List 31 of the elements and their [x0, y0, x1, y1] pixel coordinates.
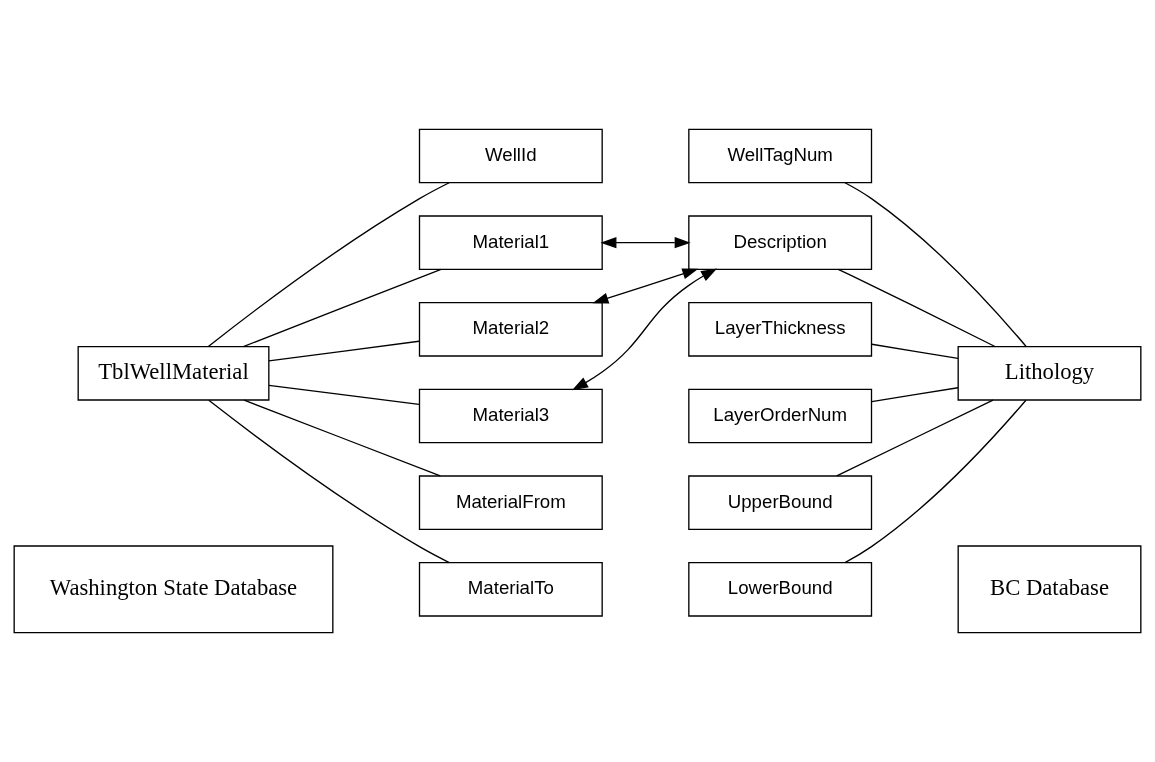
- connector: [243, 399, 441, 477]
- node-box: LowerBound: [688, 562, 873, 617]
- node-box: Material2: [418, 302, 603, 357]
- node-box: MaterialFrom: [418, 475, 603, 530]
- node-box: BC Database: [957, 545, 1142, 634]
- connector: [242, 268, 442, 348]
- arrow: [592, 268, 699, 304]
- connector: [844, 399, 1027, 564]
- node-box: MaterialTo: [418, 562, 603, 617]
- node-box: TblWellMaterial: [77, 346, 270, 401]
- connector: [268, 384, 420, 406]
- node-box: Material3: [418, 388, 603, 444]
- node-box: Washington State Database: [13, 545, 334, 634]
- connector: [871, 343, 959, 360]
- node-box: Lithology: [957, 346, 1142, 401]
- connector: [268, 340, 420, 362]
- connector: [871, 387, 959, 403]
- node-box: WellTagNum: [688, 128, 873, 184]
- node-box: LayerOrderNum: [688, 388, 873, 444]
- arrow: [572, 268, 718, 391]
- connector: [837, 268, 996, 348]
- connector: [208, 399, 450, 564]
- node-box: LayerThickness: [688, 302, 873, 357]
- connector: [844, 182, 1027, 347]
- connector: [207, 182, 450, 348]
- node-box: UpperBound: [688, 475, 873, 530]
- arrow: [600, 237, 691, 249]
- node-box: Material1: [418, 215, 603, 270]
- node-box: WellId: [418, 128, 603, 184]
- connector: [836, 399, 994, 477]
- node-box: Description: [688, 215, 873, 270]
